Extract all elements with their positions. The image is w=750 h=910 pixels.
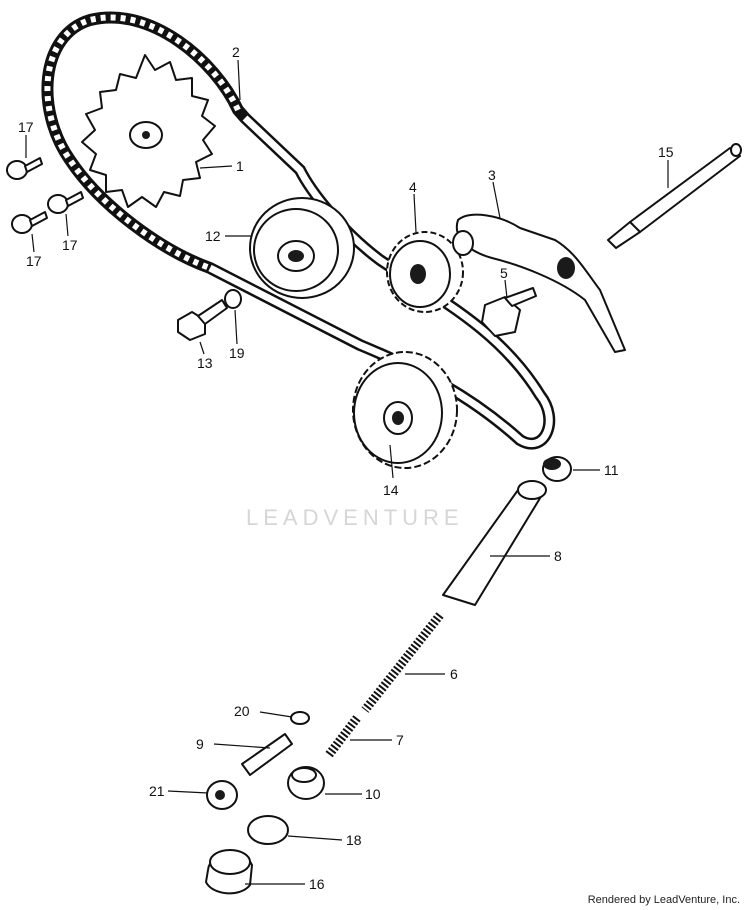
callout-6: 6 [450, 666, 458, 682]
callout-4: 4 [409, 179, 417, 195]
callout-1: 1 [236, 158, 244, 174]
tensioner-sprocket-lower [352, 351, 458, 469]
callout-17-right: 17 [62, 237, 78, 253]
o-ring [290, 711, 310, 725]
chain-guide-roller [249, 197, 355, 299]
callout-19: 19 [229, 345, 245, 361]
callout-14: 14 [383, 482, 399, 498]
lock-nut [206, 780, 238, 810]
callout-16: 16 [309, 876, 325, 892]
callout-10: 10 [365, 786, 381, 802]
leader-lines [25, 59, 669, 885]
callout-8: 8 [554, 548, 562, 564]
callout-11: 11 [604, 462, 619, 478]
tensioner-push-rod [442, 480, 547, 606]
sprocket-bolt [47, 191, 84, 214]
watermark-text: LEADVENTURE [246, 505, 464, 530]
spring-holder [287, 766, 325, 800]
callout-15: 15 [658, 144, 674, 160]
callout-9: 9 [196, 736, 204, 752]
gasket [247, 815, 289, 845]
tensioner-arm [452, 213, 626, 353]
callout-3: 3 [488, 167, 496, 183]
callout-labels: 2 1 3 4 5 6 7 8 9 10 11 12 13 14 15 16 1… [18, 44, 674, 892]
callout-18: 18 [346, 832, 362, 848]
footer-credit: Rendered by LeadVenture, Inc. [587, 894, 740, 906]
sprocket-bolt [6, 157, 43, 180]
push-rod-cap [542, 456, 572, 482]
tensioner-spring-short [324, 715, 361, 759]
callout-17-bottom: 17 [26, 253, 42, 269]
tensioner-pin [607, 143, 742, 249]
sprocket-bolt [11, 211, 48, 234]
callout-20: 20 [234, 703, 250, 719]
tensioner-sprocket-upper [386, 231, 464, 313]
guide-roller-bolt [177, 299, 228, 341]
callout-21: 21 [149, 783, 165, 799]
callout-12: 12 [205, 228, 221, 244]
cam-sprocket [81, 54, 216, 208]
callout-5: 5 [500, 265, 508, 281]
callout-13: 13 [197, 355, 213, 371]
callout-7: 7 [396, 732, 404, 748]
tensioner-bolt [481, 287, 537, 337]
tensioner-spring-long [361, 612, 444, 713]
washer [224, 289, 242, 309]
adjuster-bolt [241, 733, 293, 776]
callout-2: 2 [232, 44, 240, 60]
callout-17-top: 17 [18, 119, 34, 135]
sealing-bolt [205, 849, 253, 895]
